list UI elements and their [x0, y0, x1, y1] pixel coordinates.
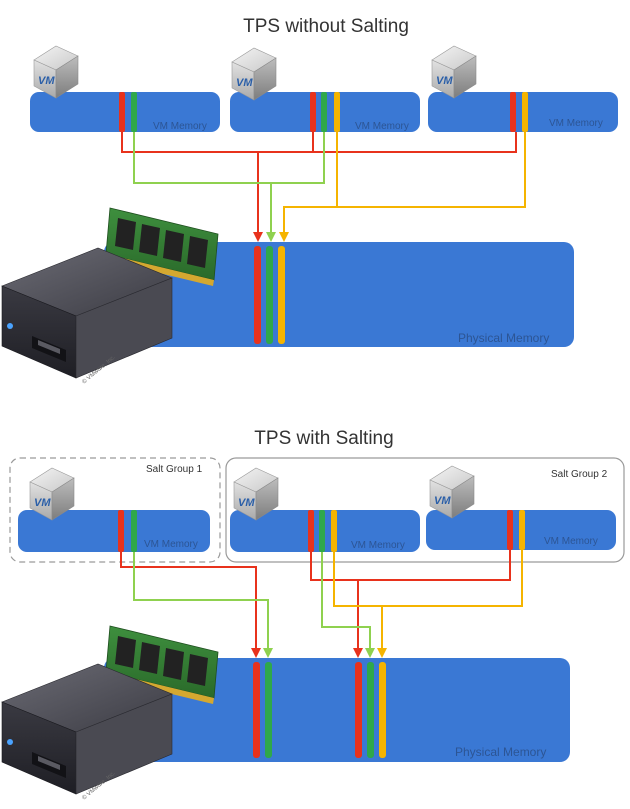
- svg-text:VM: VM: [34, 497, 51, 509]
- bottom-vm1-memory: [18, 510, 210, 552]
- top-vm1-memory-label: VM Memory: [153, 121, 207, 132]
- salt-group-1-box: [9, 457, 221, 563]
- svg-text:VM: VM: [236, 77, 253, 89]
- server-icon: [1, 663, 173, 795]
- salt-group-2-label: Salt Group 2: [551, 469, 608, 480]
- vm-cube-icon: VM: [231, 47, 277, 101]
- svg-text:VM: VM: [436, 75, 453, 87]
- bottom-physical-memory-label: Physical Memory: [455, 745, 546, 759]
- bottom-vm1-memory-label: VM Memory: [144, 539, 198, 550]
- top-vm3-memory-label: VM Memory: [549, 118, 603, 129]
- salt-group-2-box: [225, 457, 625, 563]
- vm-cube-icon: VM: [33, 45, 79, 99]
- svg-text:VM: VM: [238, 497, 255, 509]
- server-icon: [1, 247, 173, 379]
- vm-cube-icon: VM: [429, 465, 475, 519]
- vm-cube-icon: VM: [233, 467, 279, 521]
- top-title: TPS without Salting: [243, 16, 409, 37]
- bottom-title: TPS with Salting: [254, 428, 393, 449]
- top-physical-memory: [104, 242, 574, 347]
- salt-group-1-label: Salt Group 1: [146, 464, 203, 475]
- bottom-vm2-memory-label: VM Memory: [351, 540, 405, 551]
- svg-text:VM: VM: [434, 495, 451, 507]
- top-physical-memory-label: Physical Memory: [458, 331, 549, 345]
- bottom-physical-memory: [104, 658, 570, 762]
- vm-cube-icon: VM: [29, 467, 75, 521]
- svg-text:VM: VM: [38, 75, 55, 87]
- bottom-vm3-memory-label: VM Memory: [544, 536, 598, 547]
- top-vm2-memory-label: VM Memory: [355, 121, 409, 132]
- vm-cube-icon: VM: [431, 45, 477, 99]
